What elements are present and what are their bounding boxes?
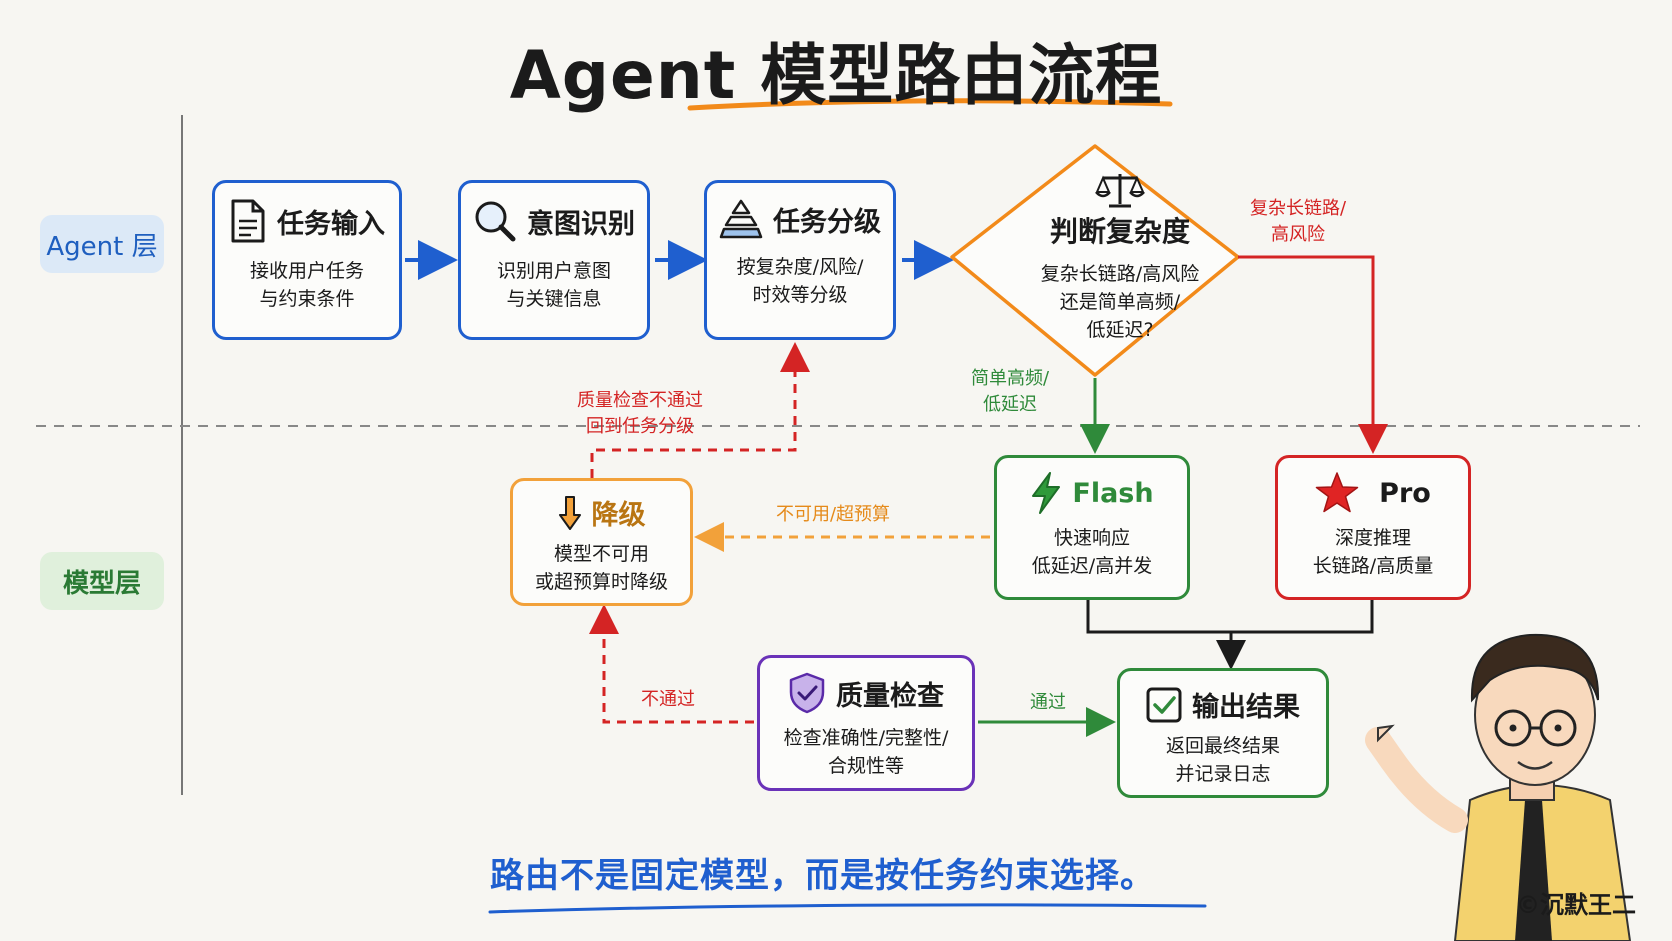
node-desc-line: 长链路/高质量 bbox=[1312, 555, 1434, 577]
node-title: Flash bbox=[1072, 477, 1154, 509]
node-desc-line: 与关键信息 bbox=[506, 288, 602, 310]
arrow-down-icon bbox=[558, 495, 581, 530]
star-icon bbox=[1315, 472, 1359, 513]
node-title: 判断复杂度 bbox=[1049, 215, 1190, 248]
node-desc-line: 或超预算时降级 bbox=[534, 571, 668, 593]
node-desc-line: 复杂长链路/高风险 bbox=[1040, 263, 1200, 285]
node-downgrade: 降级 模型不可用 或超预算时降级 bbox=[510, 478, 693, 606]
node-title: 输出结果 bbox=[1192, 692, 1300, 723]
edge-label-simple: 简单高频/ 低延迟 bbox=[955, 366, 1065, 418]
edge-label-line: 复杂长链路/ bbox=[1249, 198, 1347, 219]
node-desc-line: 合规性等 bbox=[827, 755, 904, 777]
checkbox-icon bbox=[1146, 687, 1182, 722]
edge-label-line: 质量检查不通过 bbox=[577, 390, 703, 411]
node-desc-line: 低延迟? bbox=[1086, 319, 1154, 341]
lightning-icon bbox=[1032, 472, 1061, 514]
title-underline bbox=[687, 98, 1173, 111]
node-task-input: 任务输入 接收用户任务 与约束条件 bbox=[212, 180, 402, 340]
node-desc-line: 接收用户任务 bbox=[249, 260, 364, 282]
edge-label-complex: 复杂长链路/ 高风险 bbox=[1228, 196, 1368, 248]
node-title: 任务输入 bbox=[277, 208, 385, 240]
node-desc-line: 按复杂度/风险/ bbox=[736, 256, 864, 278]
node-desc-line: 深度推理 bbox=[1334, 527, 1411, 549]
node-title: Pro bbox=[1379, 477, 1431, 509]
lane-label-agent: Agent 层 bbox=[40, 215, 164, 273]
pyramid-icon bbox=[719, 199, 763, 239]
footer-caption: 路由不是固定模型，而是按任务约束选择。 bbox=[490, 856, 1155, 896]
judge-diamond bbox=[950, 144, 1240, 377]
node-pro: Pro 深度推理 长链路/高质量 bbox=[1275, 455, 1471, 600]
arrow-qc-to-downgrade bbox=[589, 604, 754, 724]
connector-flash-merge bbox=[1086, 600, 1374, 634]
arrow-downgrade-to-grading bbox=[590, 342, 810, 478]
node-desc-line: 返回最终结果 bbox=[1165, 735, 1280, 757]
node-desc-line: 与约束条件 bbox=[259, 288, 355, 310]
node-desc-line: 时效等分级 bbox=[752, 284, 848, 306]
node-flash: Flash 快速响应 低延迟/高并发 bbox=[994, 455, 1190, 600]
lane-label-model: 模型层 bbox=[40, 552, 164, 610]
copyright: ©沉默王二 bbox=[1516, 891, 1636, 919]
node-desc-line: 模型不可用 bbox=[553, 543, 649, 565]
node-title: 降级 bbox=[591, 500, 646, 531]
node-grading: 任务分级 按复杂度/风险/ 时效等分级 bbox=[704, 180, 896, 340]
edge-label-unavailable: 不可用/超预算 bbox=[775, 504, 891, 525]
node-judge: 判断复杂度 复杂长链路/高风险 还是简单高频/ 低延迟? bbox=[955, 174, 1285, 344]
edge-label-line: 低延迟 bbox=[983, 394, 1037, 415]
presenter-illustration bbox=[1365, 633, 1632, 941]
edge-label-line: 高风险 bbox=[1271, 224, 1325, 245]
edge-label-fail: 不通过 bbox=[641, 689, 695, 710]
edge-label-qc-fail-back: 质量检查不通过 回到任务分级 bbox=[560, 388, 720, 440]
node-intent: 意图识别 识别用户意图 与关键信息 bbox=[458, 180, 650, 340]
node-desc-line: 检查准确性/完整性/ bbox=[783, 727, 949, 749]
edge-label-line: 回到任务分级 bbox=[586, 416, 694, 437]
node-title: 质量检查 bbox=[836, 680, 944, 712]
edge-label-line: 简单高频/ bbox=[970, 368, 1050, 389]
node-quality-check: 质量检查 检查准确性/完整性/ 合规性等 bbox=[757, 655, 975, 791]
arrow-judge-to-pro bbox=[1238, 255, 1388, 454]
node-desc-line: 低延迟/高并发 bbox=[1031, 555, 1153, 577]
node-title: 意图识别 bbox=[527, 208, 635, 240]
node-desc-line: 识别用户意图 bbox=[496, 260, 611, 282]
scale-icon bbox=[1095, 174, 1145, 208]
node-desc-line: 并记录日志 bbox=[1175, 763, 1271, 785]
footer-underline bbox=[488, 903, 1207, 914]
page-title: Agent 模型路由流程 bbox=[509, 37, 1163, 114]
document-icon bbox=[231, 199, 265, 243]
edge-label-pass: 通过 bbox=[1030, 692, 1066, 713]
node-desc-line: 还是简单高频/ bbox=[1059, 291, 1181, 313]
node-output: 输出结果 返回最终结果 并记录日志 bbox=[1117, 668, 1329, 798]
shield-check-icon bbox=[789, 672, 825, 714]
magnifier-icon bbox=[475, 201, 516, 242]
node-desc-line: 快速响应 bbox=[1053, 527, 1130, 549]
node-title: 任务分级 bbox=[773, 206, 881, 238]
